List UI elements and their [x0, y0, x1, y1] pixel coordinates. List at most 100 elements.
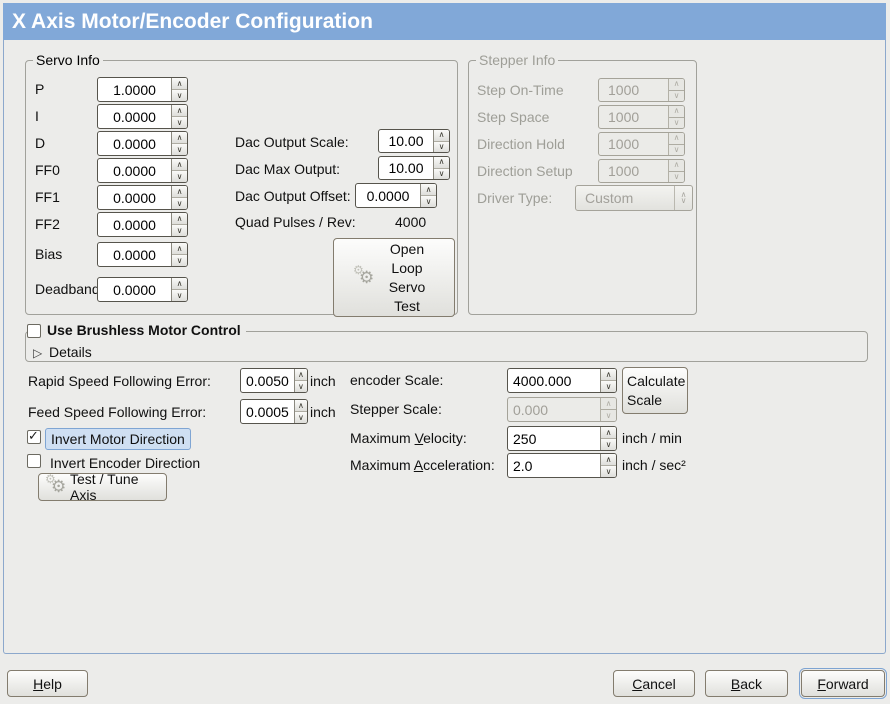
open-loop-servo-test-button[interactable]: Open Loop Servo Test: [333, 238, 455, 317]
calculate-scale-button[interactable]: Calculate Scale: [622, 367, 688, 414]
spin-down-icon[interactable]: [172, 197, 187, 209]
spin-buttons[interactable]: [171, 132, 187, 155]
spin-buttons[interactable]: [433, 130, 449, 152]
spin-up-icon[interactable]: [294, 400, 307, 411]
invert-encoder-direction-label[interactable]: Invert Encoder Direction: [50, 455, 201, 471]
servo-param-label-i: I: [35, 108, 39, 124]
servo-deadband-value[interactable]: 0.0000: [113, 281, 156, 298]
servo-deadband-spinbox[interactable]: 0.0000: [97, 277, 188, 302]
spin-down-icon[interactable]: [172, 224, 187, 236]
servo-p-spinbox[interactable]: 1.0000: [97, 77, 188, 102]
servo-ff2-spinbox[interactable]: 0.0000: [97, 212, 188, 237]
dac-max-output-value[interactable]: 10.00: [388, 160, 424, 176]
spin-down-icon[interactable]: [294, 411, 307, 423]
help-button[interactable]: Help: [7, 670, 88, 697]
servo-d-value[interactable]: 0.0000: [113, 135, 156, 152]
spin-buttons[interactable]: [171, 213, 187, 236]
servo-ff0-spinbox[interactable]: 0.0000: [97, 158, 188, 183]
dac-output-scale-value[interactable]: 10.00: [388, 133, 424, 149]
rapid-following-error-value[interactable]: 0.0050: [246, 372, 289, 389]
driver-type-value: Custom: [585, 190, 634, 206]
spin-up-icon[interactable]: [172, 132, 187, 143]
servo-bias-spinbox[interactable]: 0.0000: [97, 242, 188, 267]
use-brushless-label[interactable]: Use Brushless Motor Control: [47, 322, 241, 338]
test-tune-axis-label: Test / Tune Axis: [70, 471, 139, 503]
maximum-acceleration-value[interactable]: 2.0: [513, 457, 533, 474]
spin-buttons[interactable]: [171, 243, 187, 266]
spin-up-icon[interactable]: [172, 78, 187, 89]
spin-down-icon[interactable]: [172, 89, 187, 101]
spin-buttons[interactable]: [171, 105, 187, 128]
spin-buttons[interactable]: [171, 159, 187, 182]
servo-ff2-value[interactable]: 0.0000: [113, 216, 156, 233]
spin-up-icon[interactable]: [172, 186, 187, 197]
invert-encoder-direction-checkbox[interactable]: [27, 454, 41, 468]
spin-down-icon[interactable]: [434, 167, 449, 179]
dac-output-scale-spinbox[interactable]: 10.00: [378, 129, 450, 153]
feed-following-error-value[interactable]: 0.0005: [246, 403, 289, 420]
servo-ff1-spinbox[interactable]: 0.0000: [97, 185, 188, 210]
spin-up-icon[interactable]: [601, 454, 616, 465]
dac-output-offset-value[interactable]: 0.0000: [366, 187, 410, 204]
spin-buttons[interactable]: [293, 400, 307, 423]
spin-buttons[interactable]: [171, 278, 187, 301]
encoder-scale-value[interactable]: 4000.000: [513, 372, 572, 389]
rapid-following-error-spinbox[interactable]: 0.0050: [240, 368, 308, 393]
invert-motor-direction-label[interactable]: Invert Motor Direction: [45, 428, 191, 450]
spin-buttons[interactable]: [433, 157, 449, 179]
invert-motor-direction-checkbox[interactable]: [27, 429, 41, 444]
spin-buttons[interactable]: [293, 369, 307, 392]
spin-up-icon[interactable]: [172, 278, 187, 289]
spin-down-icon[interactable]: [601, 465, 616, 477]
servo-d-spinbox[interactable]: 0.0000: [97, 131, 188, 156]
spin-down-icon[interactable]: [172, 170, 187, 182]
feed-following-error-spinbox[interactable]: 0.0005: [240, 399, 308, 424]
details-expander-icon[interactable]: [33, 344, 42, 361]
dac-output-offset-spinbox[interactable]: 0.0000: [355, 183, 437, 208]
spin-up-icon[interactable]: [434, 130, 449, 141]
spin-buttons[interactable]: [600, 454, 616, 477]
spin-up-icon[interactable]: [172, 243, 187, 254]
spin-down-icon[interactable]: [172, 143, 187, 155]
spin-down-icon[interactable]: [294, 380, 307, 392]
spin-up-icon[interactable]: [601, 369, 616, 380]
spin-down-icon[interactable]: [172, 254, 187, 266]
spin-up-icon[interactable]: [172, 105, 187, 116]
spin-buttons[interactable]: [600, 369, 616, 392]
servo-i-value[interactable]: 0.0000: [113, 108, 156, 125]
spin-up-icon[interactable]: [294, 369, 307, 380]
spin-down-icon[interactable]: [172, 289, 187, 301]
spin-buttons[interactable]: [171, 186, 187, 209]
stepper-scale-label: Stepper Scale:: [350, 401, 442, 417]
spin-up-icon[interactable]: [172, 159, 187, 170]
dac-max-output-spinbox[interactable]: 10.00: [378, 156, 450, 180]
use-brushless-row[interactable]: Use Brushless Motor Control: [27, 322, 246, 339]
cancel-button[interactable]: Cancel: [613, 670, 695, 697]
spin-down-icon[interactable]: [434, 140, 449, 152]
spin-buttons[interactable]: [420, 184, 436, 207]
spin-down-icon[interactable]: [601, 380, 616, 392]
spin-down-icon[interactable]: [172, 116, 187, 128]
use-brushless-checkbox[interactable]: [27, 323, 41, 338]
spin-up-icon[interactable]: [601, 427, 616, 438]
spin-buttons[interactable]: [171, 78, 187, 101]
spin-up-icon[interactable]: [172, 213, 187, 224]
servo-p-value[interactable]: 1.0000: [113, 81, 156, 98]
encoder-scale-spinbox[interactable]: 4000.000: [507, 368, 617, 393]
spin-up-icon[interactable]: [421, 184, 436, 195]
back-button[interactable]: Back: [705, 670, 788, 697]
servo-bias-value[interactable]: 0.0000: [113, 246, 156, 263]
spin-down-icon[interactable]: [601, 438, 616, 450]
spin-up-icon[interactable]: [434, 157, 449, 168]
servo-i-spinbox[interactable]: 0.0000: [97, 104, 188, 129]
maximum-velocity-spinbox[interactable]: 250: [507, 426, 617, 451]
maximum-velocity-value[interactable]: 250: [513, 430, 537, 447]
maximum-acceleration-spinbox[interactable]: 2.0: [507, 453, 617, 478]
spin-buttons[interactable]: [600, 427, 616, 450]
test-tune-axis-button[interactable]: Test / Tune Axis: [38, 471, 167, 503]
servo-ff1-value[interactable]: 0.0000: [113, 189, 156, 206]
forward-button[interactable]: Forward: [799, 668, 887, 699]
servo-ff0-value[interactable]: 0.0000: [113, 162, 156, 179]
spin-down-icon[interactable]: [421, 195, 436, 207]
details-expander-label[interactable]: Details: [49, 344, 92, 360]
